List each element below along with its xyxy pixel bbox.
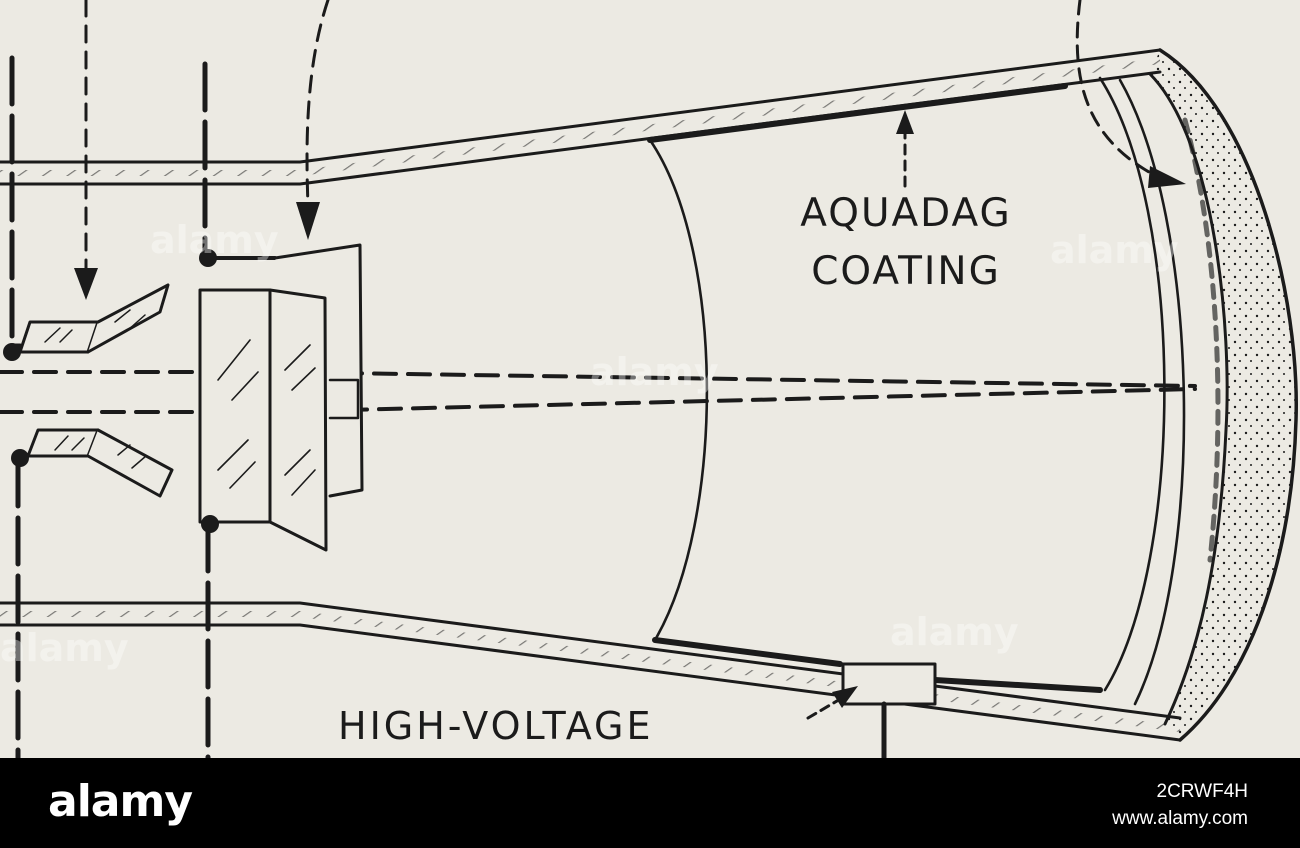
image-id: 2CRWF4H — [1156, 781, 1249, 802]
site-link[interactable]: www.alamy.com — [1112, 808, 1248, 829]
pointer-arrows — [74, 0, 1186, 720]
deflection-plate-lower — [26, 428, 174, 498]
footer-bar: alamy 2CRWF4H www.alamy.com — [0, 758, 1300, 848]
crt-cross-section-drawing — [0, 0, 1298, 758]
watermark: alamy — [150, 218, 279, 262]
watermark: alamy — [590, 350, 719, 394]
face-plate — [1148, 48, 1298, 742]
deflection-plate-upper — [18, 283, 170, 354]
electrode-leads — [9, 55, 277, 758]
crt-diagram: AQUADAG COATING HIGH-VOLTAGE alamy alamy… — [0, 0, 1298, 758]
watermark: alamy — [0, 626, 129, 670]
image-credit: 2CRWF4H www.alamy.com — [1112, 778, 1248, 832]
watermark: alamy — [1050, 228, 1179, 272]
envelope-upper-wall — [0, 48, 1162, 186]
anode-cylinders — [198, 243, 364, 552]
beam-axis-lines — [0, 370, 1197, 414]
high-voltage-connector — [841, 662, 937, 758]
lead-connection-dots — [3, 249, 219, 533]
brand-logo[interactable]: alamy — [48, 776, 193, 827]
aquadag-coating — [647, 83, 1103, 693]
high-voltage-label: HIGH-VOLTAGE — [338, 704, 654, 748]
aquadag-label: AQUADAG — [800, 191, 1012, 236]
coating-label: COATING — [811, 249, 1001, 294]
watermark: alamy — [890, 610, 1019, 654]
